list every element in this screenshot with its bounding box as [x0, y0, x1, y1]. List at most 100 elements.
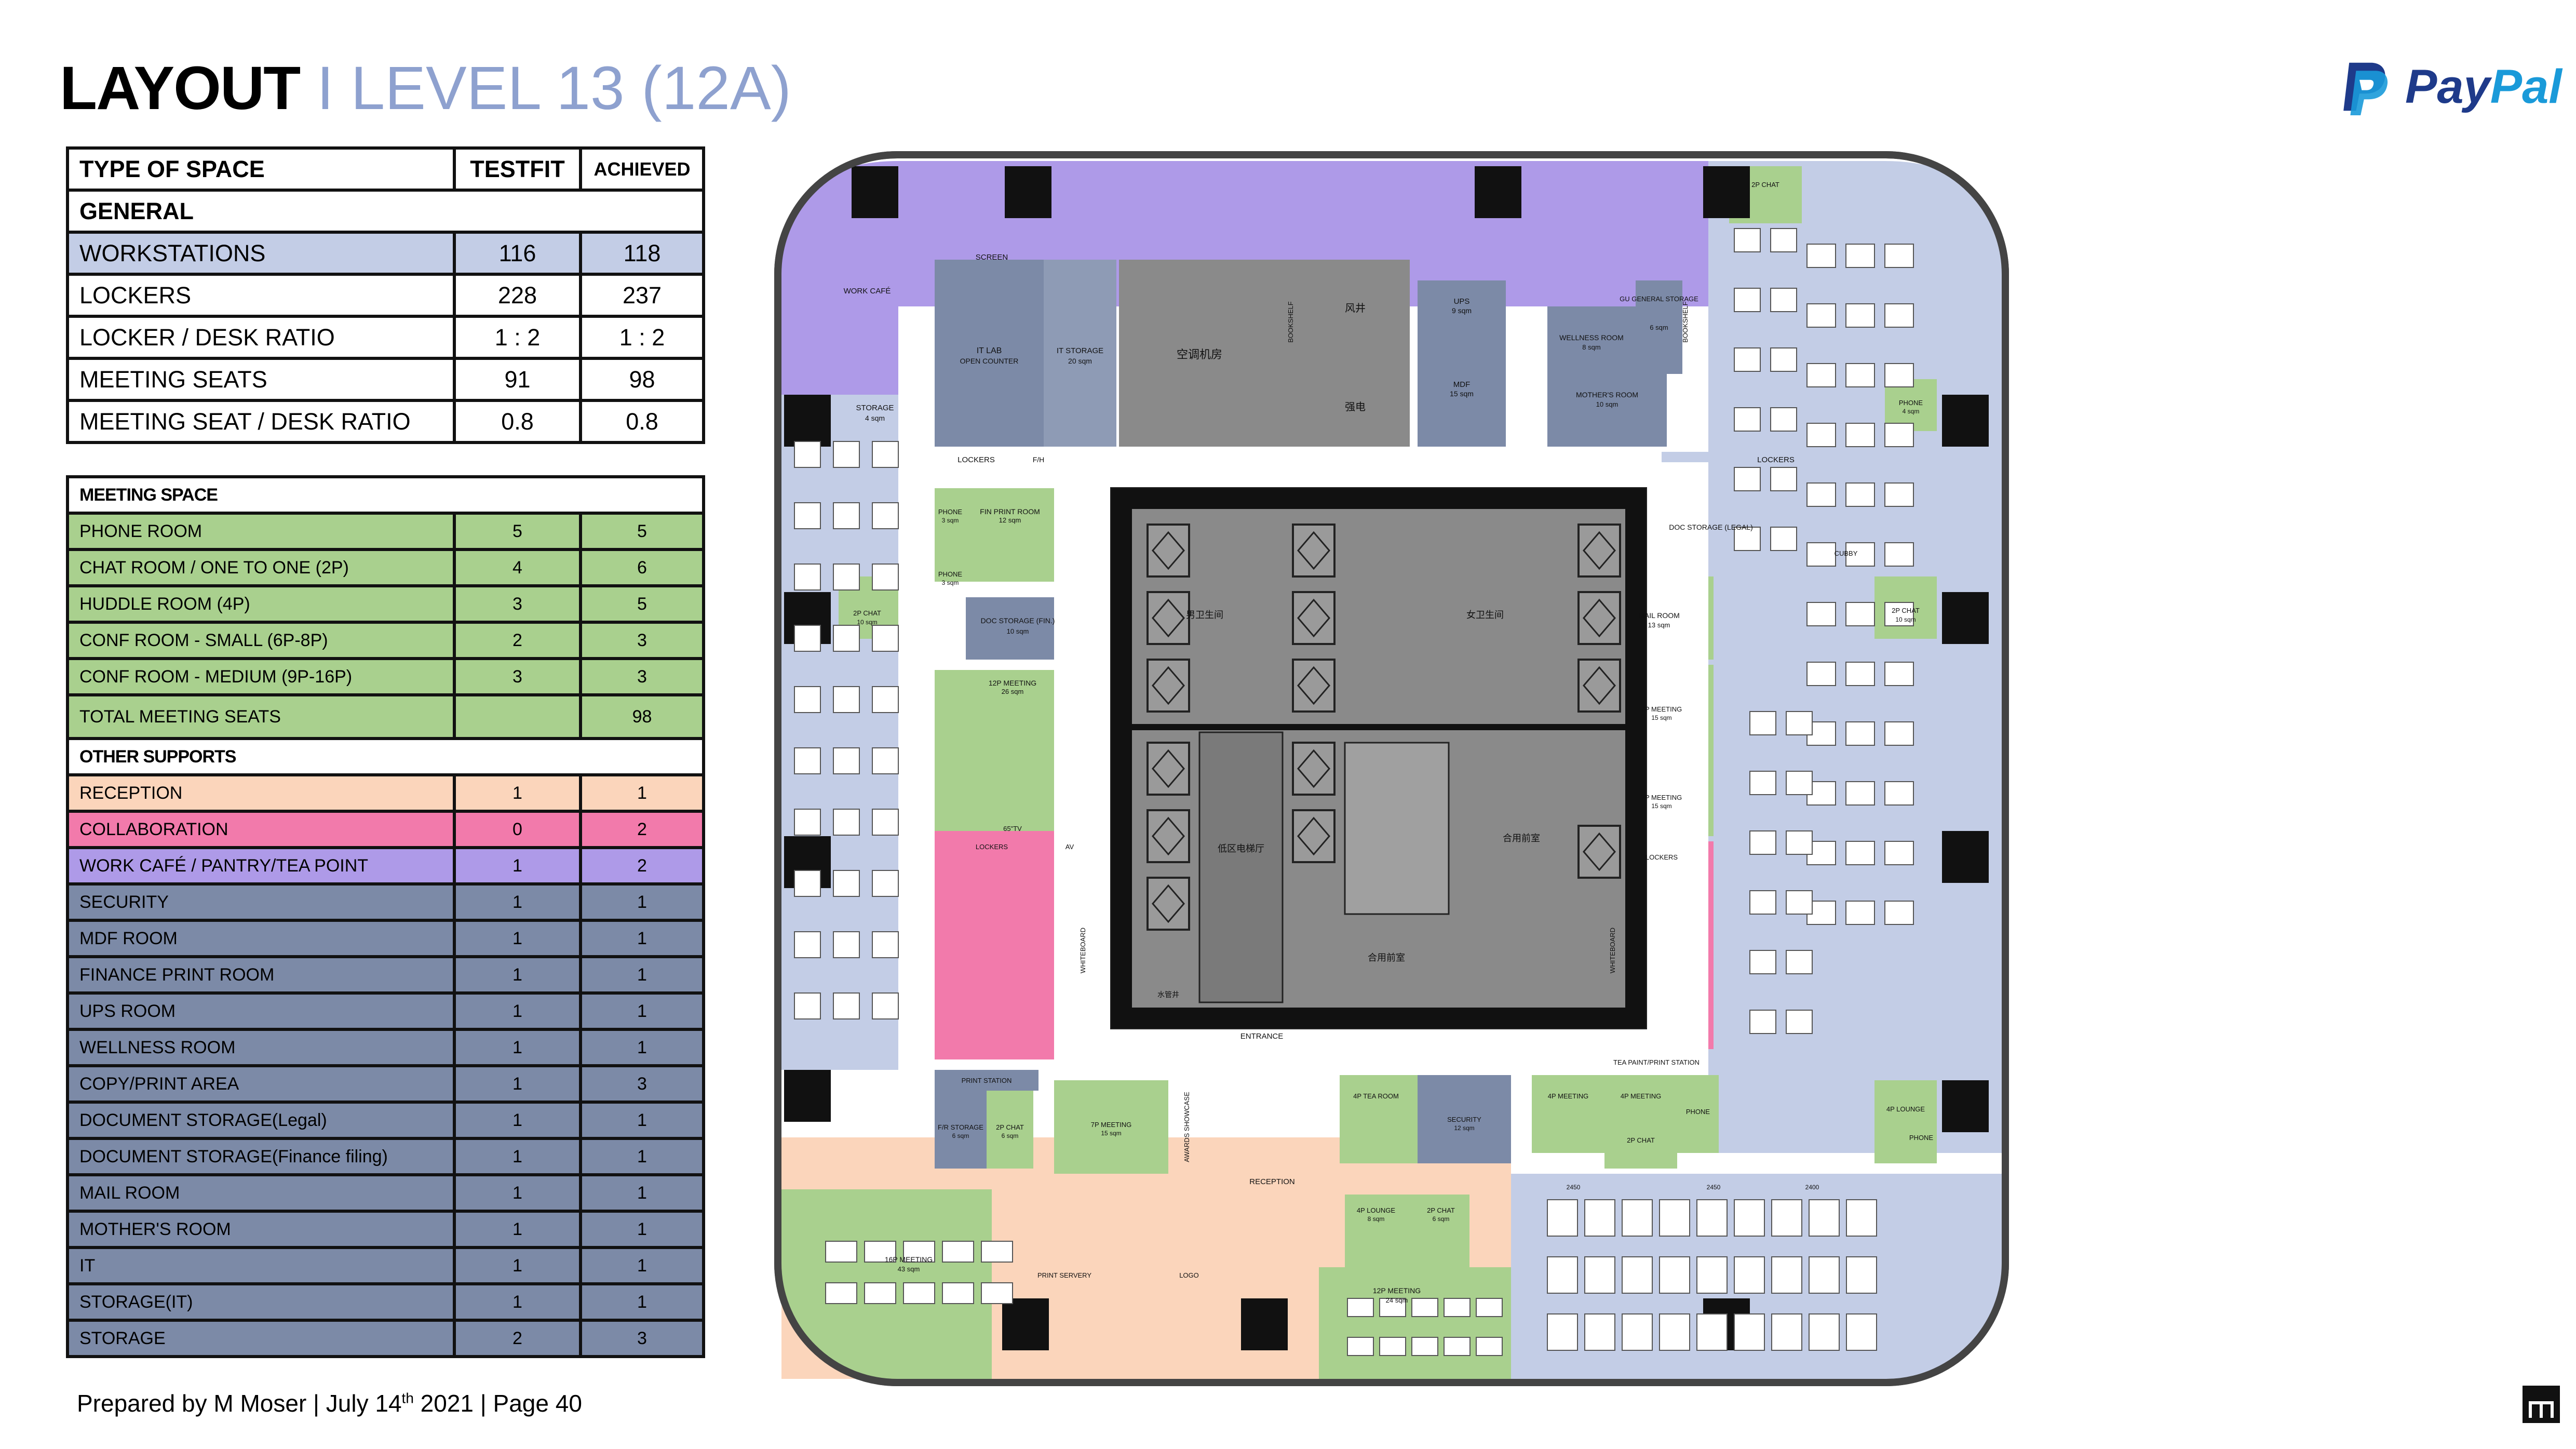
zone-meeting-4p-a	[1532, 1075, 1604, 1153]
label-meeting-7p-c-area: 15 sqm	[1101, 1130, 1121, 1137]
label-phone-area: 3 sqm	[942, 517, 959, 524]
desk	[1771, 1313, 1802, 1351]
label-chat-top: 2P CHAT	[1751, 181, 1779, 189]
label-print-servery: PRINT SERVERY	[1037, 1271, 1091, 1279]
elevator-glyph	[1583, 531, 1616, 570]
paypal-p-icon	[2343, 62, 2388, 115]
desk	[1806, 662, 1836, 686]
label-wellness: WELLNESS ROOM	[1559, 333, 1624, 342]
desk	[1786, 950, 1813, 974]
desk	[1770, 467, 1797, 491]
label-meeting-7p-a: 7P MEETING	[1641, 705, 1682, 713]
desk	[794, 931, 821, 958]
label-meeting-16p: 16P MEETING	[885, 1255, 933, 1264]
desk	[1884, 363, 1914, 387]
label-work-cafe: WORK CAFÉ	[844, 287, 891, 296]
desk	[1884, 781, 1914, 806]
desk	[1749, 950, 1776, 974]
label-fh: F/H	[1033, 455, 1045, 464]
desk	[1806, 602, 1836, 626]
desk	[825, 1241, 857, 1263]
desk	[1845, 423, 1875, 447]
desk	[1696, 1313, 1728, 1351]
desk	[1884, 602, 1914, 626]
label-doc-storage-fin-area: 10 sqm	[1007, 627, 1029, 635]
zone-chat-bottom-b	[1604, 1117, 1677, 1169]
desk	[1659, 1313, 1690, 1351]
desk	[794, 564, 821, 591]
header-achieved: ACHIEVED	[579, 146, 705, 192]
zone-wellness	[1547, 306, 1636, 374]
label-av: AV	[1066, 843, 1074, 851]
desk	[1770, 407, 1797, 432]
label-screen: SCREEN	[976, 253, 1008, 262]
desk	[1884, 721, 1914, 746]
label-chat-bottom-area: 6 sqm	[1002, 1132, 1019, 1139]
column	[1703, 166, 1750, 218]
label-ups-area: 9 sqm	[1452, 306, 1472, 315]
zone-phone-left	[935, 488, 966, 582]
desk	[1749, 771, 1776, 795]
label-meeting-12p: 12P MEETING	[989, 679, 1036, 687]
desk	[1845, 602, 1875, 626]
zone-lounge-right	[1874, 1080, 1937, 1163]
zone-fr-storage	[935, 1091, 987, 1169]
desk	[942, 1241, 974, 1263]
label-logo: LOGO	[1179, 1271, 1199, 1279]
label-lounge-area: 8 sqm	[1368, 1215, 1385, 1223]
label-core-power: 强电	[1345, 401, 1366, 413]
column	[852, 166, 898, 218]
desk	[903, 1282, 935, 1304]
desk	[1846, 1313, 1877, 1351]
label-bookshelf: BOOKSHELF	[1681, 301, 1689, 343]
desk	[1884, 244, 1914, 268]
zone-phone-right	[1885, 379, 1937, 431]
desk	[1379, 1337, 1406, 1356]
zone-print-station	[935, 1070, 1039, 1091]
label-phone-br: PHONE	[1909, 1134, 1934, 1142]
desk	[833, 747, 860, 774]
label-mail-room: MAIL ROOM	[1638, 611, 1680, 620]
label-mail-area: 13 sqm	[1648, 621, 1670, 629]
desk	[872, 747, 899, 774]
desk	[1770, 347, 1797, 372]
label-meeting-7p-a-area: 15 sqm	[1651, 714, 1671, 721]
label-storage-area: 4 sqm	[865, 414, 885, 422]
table-row: MEETING SEAT / DESK RATIO 0.8 0.8	[66, 399, 705, 444]
section-other-supports: OTHER SUPPORTS	[65, 737, 706, 776]
desk	[872, 502, 899, 529]
label-meeting-7p-b: 7P MEETING	[1641, 794, 1682, 801]
label-fr-storage: F/R STORAGE	[938, 1123, 983, 1131]
desk	[872, 564, 899, 591]
desk	[1622, 1256, 1653, 1294]
desk	[833, 686, 860, 713]
zone-core-hvac	[1119, 260, 1410, 447]
label-phone-right: PHONE	[1899, 399, 1923, 407]
header-type: TYPE OF SPACE	[66, 146, 456, 192]
desk	[1884, 841, 1914, 865]
zone-mothers	[1547, 374, 1667, 447]
desk	[1622, 1199, 1653, 1237]
desk	[1584, 1313, 1615, 1351]
label-core-shaft: 风井	[1345, 302, 1366, 314]
desk	[1806, 542, 1836, 567]
desk	[1845, 244, 1875, 268]
desk	[833, 992, 860, 1019]
label-phone: PHONE	[938, 508, 963, 516]
label-it-storage-area: 20 sqm	[1068, 357, 1092, 365]
label-meeting-12p-b: 12P MEETING	[1373, 1286, 1421, 1295]
label-phone-b-area: 3 sqm	[942, 579, 959, 586]
desk	[794, 441, 821, 468]
label-it-storage: IT STORAGE	[1057, 346, 1103, 355]
desk	[1845, 542, 1875, 567]
desk	[794, 870, 821, 897]
title-subtitle: I LEVEL 13 (12A)	[317, 54, 791, 123]
desk	[1884, 901, 1914, 925]
